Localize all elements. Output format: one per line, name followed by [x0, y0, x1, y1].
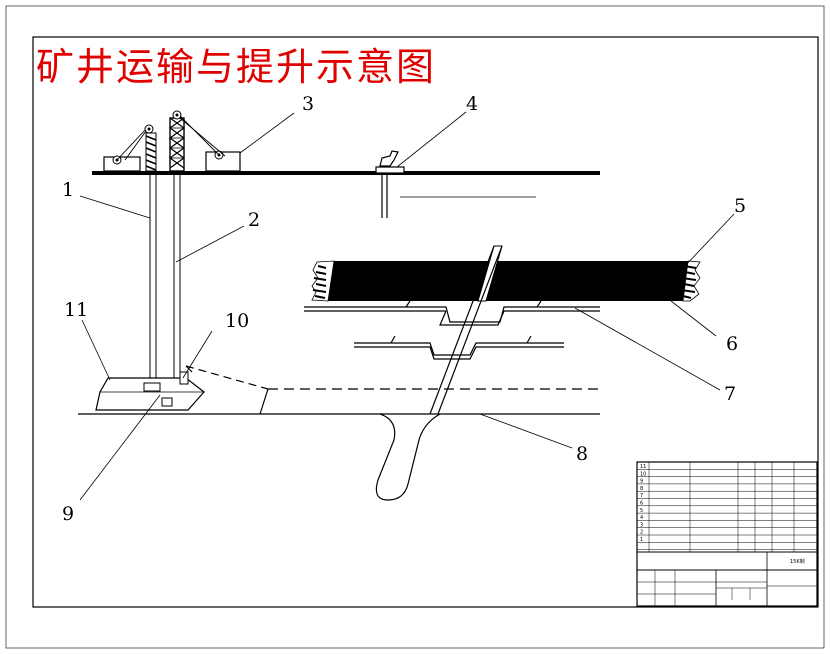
callout-3: 3 [302, 93, 314, 115]
callout-10: 10 [225, 310, 249, 332]
title-block-row-number: 6 [640, 501, 643, 507]
drawing-code: 15K制 [790, 558, 805, 565]
title-block-row-number: 2 [640, 530, 643, 536]
callout-8: 8 [576, 443, 588, 465]
callout-9: 9 [62, 503, 74, 525]
callout-2: 2 [248, 209, 260, 231]
ventilation-fan [375, 150, 405, 218]
ground-surface-line [92, 171, 600, 175]
drawing-frame [32, 36, 819, 608]
headframe-left [144, 124, 157, 172]
title-block-row-number: 8 [640, 486, 643, 492]
diagram-title: 矿井运输与提升示意图 [36, 45, 437, 89]
title-block [636, 461, 818, 607]
title-block-row-number: 7 [640, 493, 643, 499]
hoist-house-left [103, 128, 147, 172]
roadways [78, 245, 600, 501]
hoist-house-right [179, 115, 241, 172]
callout-5: 5 [734, 195, 746, 217]
callout-11: 11 [64, 299, 88, 321]
sheet-outer-border [5, 5, 825, 649]
shaft-bottom [95, 371, 205, 411]
title-block-row-number: 5 [640, 508, 643, 514]
callout-4: 4 [466, 93, 478, 115]
title-block-row-number: 9 [640, 479, 643, 485]
title-block-row-number: 1 [640, 537, 643, 543]
title-block-row-number: 4 [640, 515, 643, 521]
coal-seam [311, 245, 701, 302]
surface-level [92, 171, 600, 198]
title-block-row-number: 3 [640, 522, 643, 528]
shafts [149, 175, 181, 386]
leader-lines [79, 111, 735, 501]
callout-1: 1 [62, 179, 74, 201]
callout-7: 7 [724, 383, 736, 405]
headframe-right [168, 110, 186, 172]
callout-6: 6 [726, 333, 738, 355]
title-block-row-number: 10 [640, 471, 646, 477]
title-block-row-number: 11 [640, 464, 646, 470]
